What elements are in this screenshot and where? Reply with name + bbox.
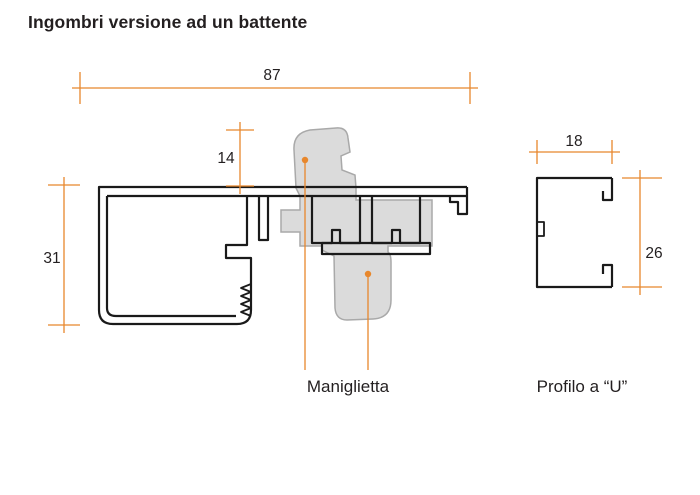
handle-leader-dot-upper: [301, 156, 309, 164]
u-profile-label: Profilo a “U”: [537, 377, 628, 396]
dimension-lines-group: [48, 72, 662, 370]
dim-value-handle-protrusion: 14: [217, 150, 235, 167]
dim-value-frame-depth: 31: [43, 250, 60, 267]
u-profile-outline: [535, 176, 612, 289]
u-profile-top-lip: [601, 178, 614, 202]
dim-value-u-profile-width: 18: [565, 133, 582, 150]
dim-value-total-width: 87: [263, 67, 280, 84]
u-profile-bottom-lip: [601, 263, 614, 287]
drawing-text-group: 87 31 14 18 26 Maniglietta Profilo a “U”: [43, 67, 662, 396]
handle-label: Maniglietta: [307, 377, 390, 396]
handle-shape-group: [280, 127, 433, 321]
frame-outer-contour: [97, 185, 253, 326]
handle-silhouette: [280, 127, 433, 321]
dim-value-u-profile-height: 26: [645, 245, 662, 262]
lower-plate: [320, 241, 432, 256]
u-profile-notch: [537, 221, 545, 237]
screw-channel-serration: [240, 283, 252, 317]
bar-right-hook: [448, 187, 469, 216]
page-title: Ingombri versione ad un battente: [28, 12, 308, 32]
handle-leader-dot-lower: [364, 270, 372, 278]
leader-dots-group: [301, 156, 372, 278]
profile-group: [97, 176, 614, 326]
frame-inner-contour: [105, 196, 236, 318]
frame-stub: [257, 196, 270, 242]
